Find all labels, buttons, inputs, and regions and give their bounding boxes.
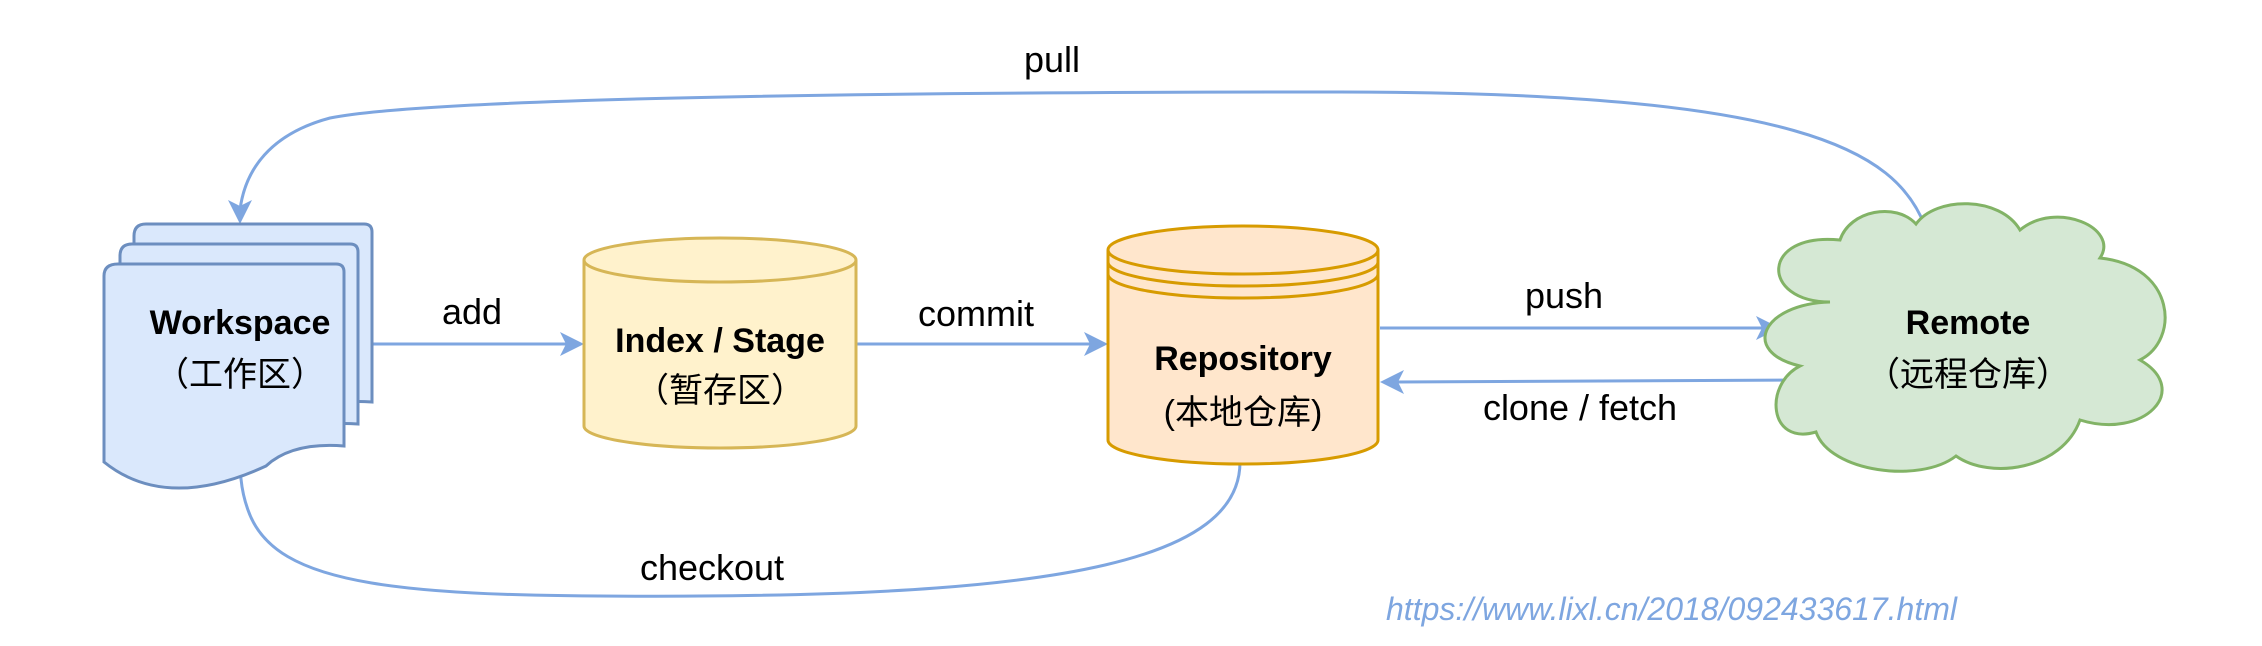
pull-label: pull	[1024, 39, 1080, 80]
repository-ring-1	[1106, 261, 1380, 288]
index-cylinder-body	[582, 260, 858, 450]
index-subtitle: （暂存区）	[635, 372, 805, 410]
pull-arrowhead	[228, 200, 252, 224]
clone-fetch-label: clone / fetch	[1483, 387, 1677, 428]
repository-title: Repository	[1154, 340, 1332, 378]
remote-cloud	[1763, 202, 2167, 473]
push-label: push	[1525, 275, 1603, 316]
edge-checkout: checkout	[228, 436, 1242, 598]
repository-subtitle: (本地仓库)	[1164, 394, 1323, 432]
edge-commit: commit	[856, 293, 1108, 356]
commit-arrowhead	[1084, 332, 1108, 356]
workspace-subtitle: （工作区）	[155, 356, 325, 394]
repository-ring-2	[1106, 273, 1380, 300]
repository-cylinder-top	[1106, 224, 1380, 276]
add-arrowhead	[560, 332, 584, 356]
add-label: add	[442, 291, 502, 332]
pull-arrow-line	[238, 90, 1927, 227]
index-title: Index / Stage	[615, 322, 825, 360]
workspace-doc-front	[102, 262, 346, 490]
node-remote: Remote （远程仓库）	[1763, 202, 2167, 473]
index-cylinder-top	[582, 236, 858, 284]
remote-subtitle: （远程仓库）	[1866, 356, 2070, 394]
source-link[interactable]: https://www.lixl.cn/2018/092433617.html	[1386, 591, 1958, 627]
clone-fetch-arrowhead	[1380, 370, 1404, 394]
node-workspace: Workspace （工作区）	[102, 222, 374, 490]
edge-push: push	[1380, 275, 1780, 340]
checkout-label: checkout	[640, 547, 784, 588]
repository-cylinder-body	[1106, 250, 1380, 466]
clone-fetch-arrow-line	[1391, 378, 1799, 384]
node-repository: Repository (本地仓库)	[1106, 224, 1380, 466]
edge-add: add	[372, 291, 584, 356]
commit-label: commit	[918, 293, 1034, 334]
node-index: Index / Stage （暂存区）	[582, 236, 858, 450]
remote-title: Remote	[1906, 304, 2031, 342]
edge-clone-fetch: clone / fetch	[1380, 370, 1799, 428]
checkout-arrow-line	[238, 447, 1242, 598]
workspace-title: Workspace	[150, 304, 331, 342]
edge-pull: pull	[228, 39, 1927, 227]
